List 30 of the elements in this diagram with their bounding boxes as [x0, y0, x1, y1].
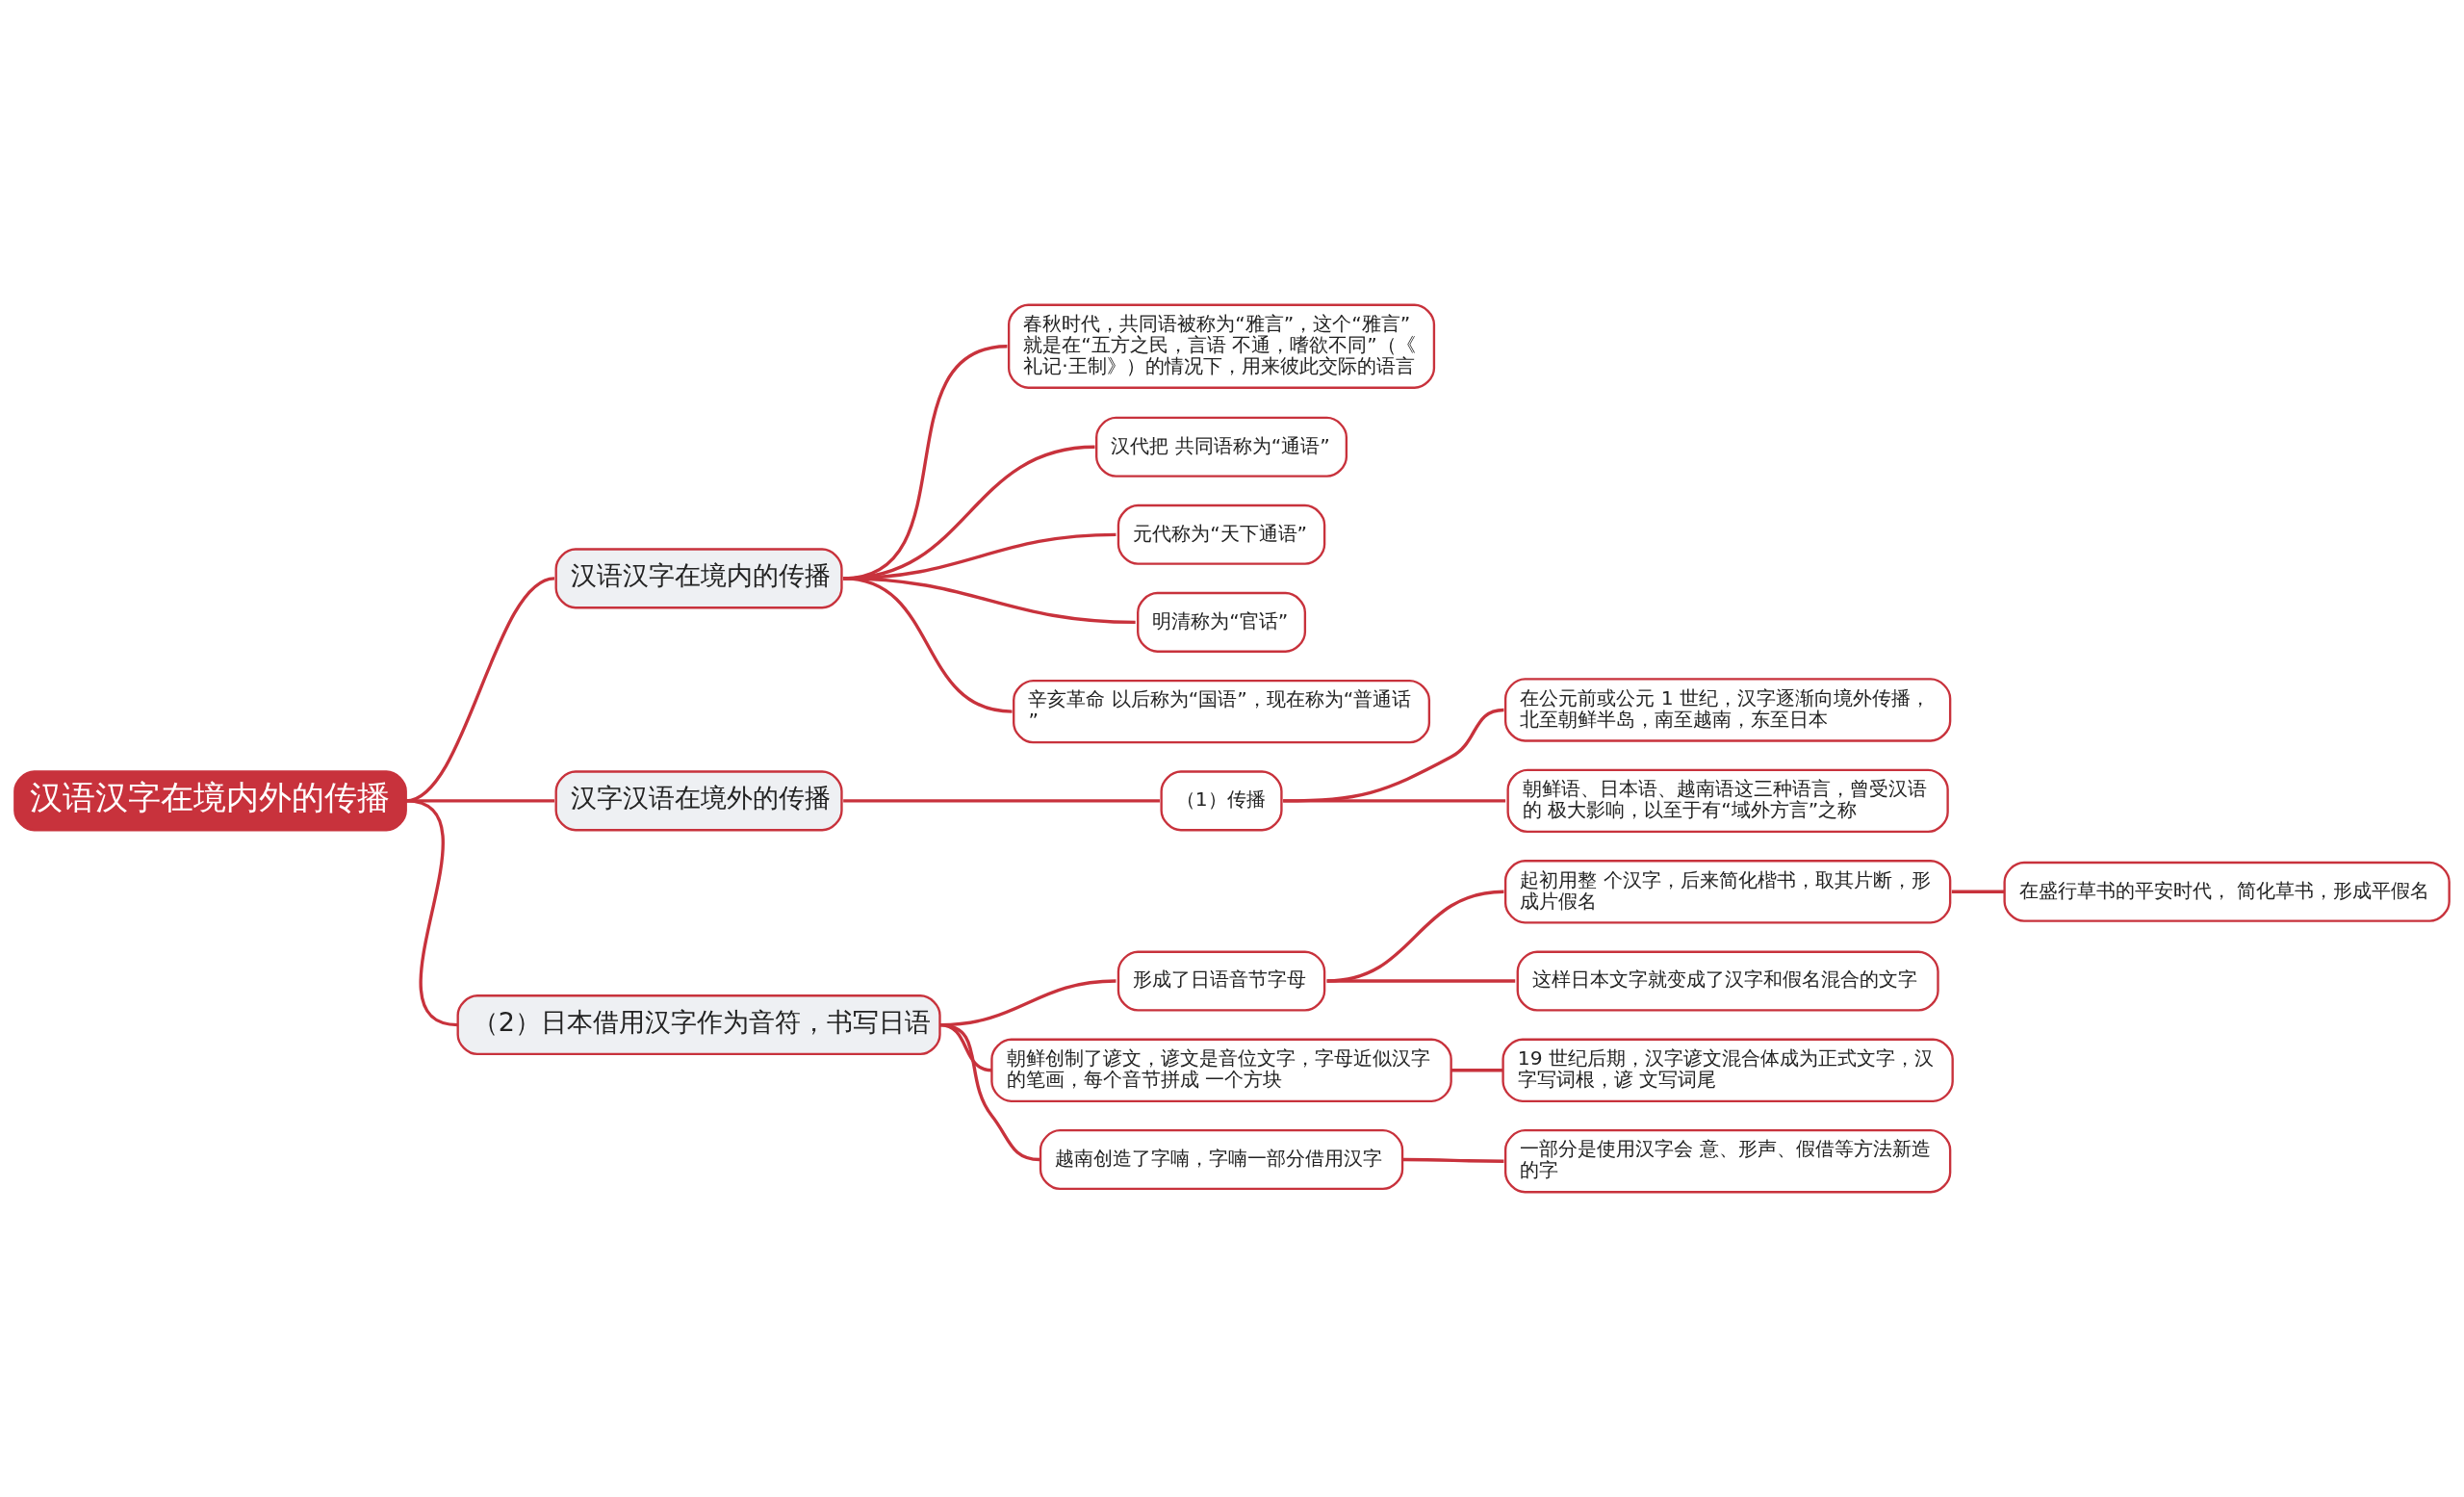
node-box: 19 世纪后期，汉字谚文混合体成为正式文字，汉字写词根，谚 文写词尾	[1502, 1038, 1954, 1102]
connector	[842, 577, 1013, 713]
connector	[1951, 890, 2005, 893]
node-box: 汉字汉语在境外的传播	[554, 770, 843, 832]
node-box: 在盛行草书的平安时代， 简化草书，形成平假名	[2003, 861, 2451, 922]
node-box: 辛亥革命 以后称为“国语”，现在称为“普通话”	[1013, 679, 1431, 744]
connector	[1283, 708, 1504, 803]
node-box: 朝鲜语、日本语、越南语这三种语言，曾受汉语的 极大影响，以至于有“域外方言”之称	[1506, 768, 1949, 834]
node-box: 一部分是使用汉字会 意、形声、假借等方法新造的字	[1503, 1129, 1952, 1194]
connector	[939, 1022, 1040, 1162]
connector	[1283, 799, 1506, 803]
connector	[405, 799, 459, 1027]
node-box: 元代称为“天下通语”	[1116, 503, 1326, 565]
node-box: 汉代把 共同语称为“通语”	[1095, 416, 1348, 477]
connector	[1402, 1157, 1504, 1163]
node-box: 这样日本文字就变成了汉字和假名混合的文字	[1516, 950, 1939, 1012]
node-box: 汉语汉字在境内外的传播	[13, 770, 407, 832]
node-box: 起初用整 个汉字，后来简化楷书，取其片断，形成片假名	[1503, 860, 1952, 924]
node-box: 汉语汉字在境内的传播	[554, 548, 843, 609]
node-box: （1）传播	[1160, 770, 1283, 832]
node-box: （2）日本借用汉字作为音符，书写日语	[456, 994, 941, 1056]
connector	[1450, 1069, 1503, 1072]
node-box: 越南创造了字喃，字喃一部分借用汉字	[1039, 1129, 1404, 1191]
node-box: 在公元前或公元 1 世纪，汉字逐渐向境外传播，北至朝鲜半岛，南至越南，东至日本	[1503, 678, 1952, 742]
connector	[1326, 979, 1516, 983]
node-box: 明清称为“官话”	[1137, 591, 1307, 653]
node-box: 春秋时代，共同语被称为“雅言”，这个“雅言”就是在“五方之民，言语 不通，嗜欲不同”（《礼记·王制》）的情况下，用来彼此交际的语言	[1007, 303, 1436, 389]
connector	[843, 799, 1160, 803]
node-box: 朝鲜创制了谚文，谚文是音位文字，字母近似汉字的笔画，每个音节拼成 一个方块	[990, 1038, 1452, 1102]
node-box: 形成了日语音节字母	[1116, 950, 1326, 1012]
